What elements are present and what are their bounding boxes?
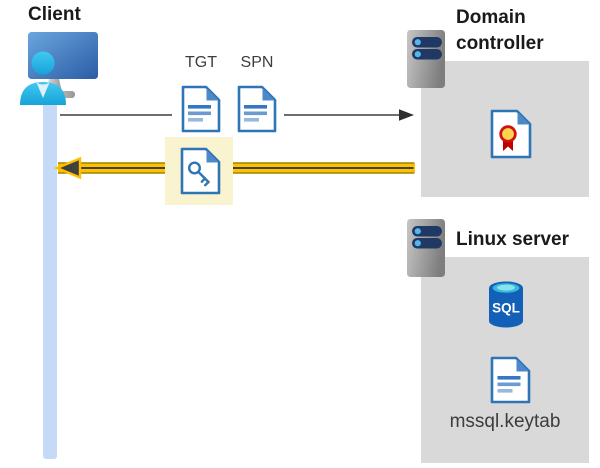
- domain-controller-label: Domain controller: [456, 7, 544, 54]
- tgt-label: TGT: [185, 54, 217, 71]
- client-icon: [20, 32, 98, 105]
- domain-controller-server-icon: [407, 30, 445, 88]
- certificate-icon: [490, 109, 532, 159]
- sql-icon-text: SQL: [492, 301, 520, 316]
- linux-server-label: Linux server: [456, 229, 569, 250]
- spn-document-icon: [237, 85, 277, 133]
- client-label: Client: [28, 4, 81, 25]
- keytab-document-icon: [490, 356, 531, 404]
- linux-server-icon: [407, 219, 445, 277]
- spn-label: SPN: [240, 54, 274, 71]
- sql-database-icon: SQL: [489, 281, 523, 328]
- key-document-icon: [180, 147, 221, 195]
- client-timeline-bar: [43, 90, 57, 459]
- person-icon: [20, 51, 66, 105]
- tgt-document-icon: [181, 85, 221, 133]
- keytab-filename-label: mssql.keytab: [449, 411, 561, 432]
- response-arrow: [53, 156, 415, 180]
